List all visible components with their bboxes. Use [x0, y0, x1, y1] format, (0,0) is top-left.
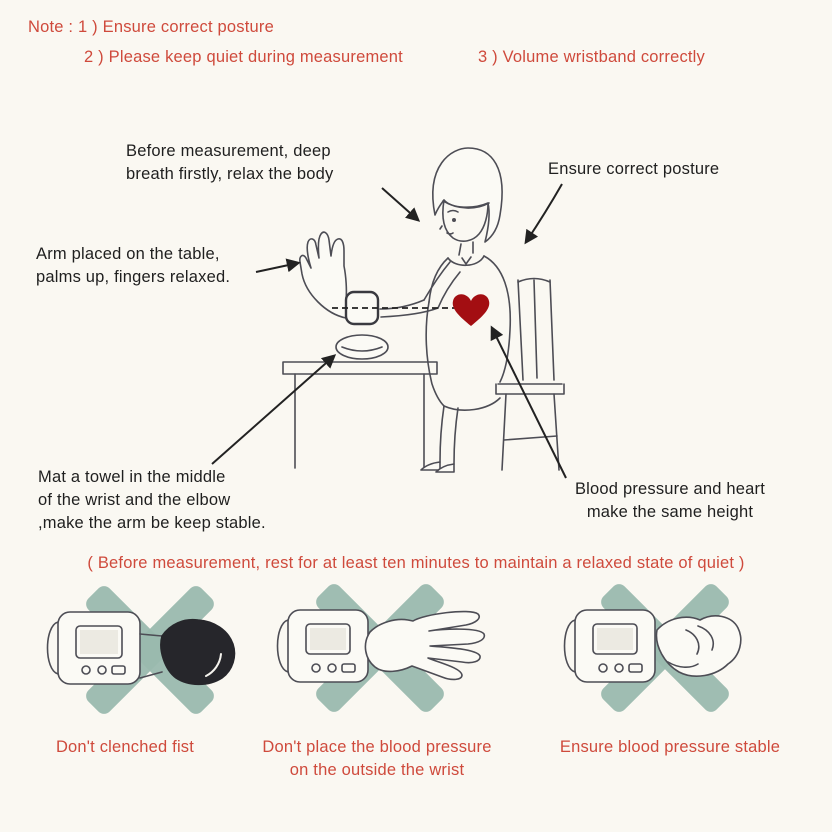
warning-caption-fist: Don't clenched fist — [55, 738, 195, 756]
table-illustration — [282, 361, 438, 469]
warning-caption-stable: Ensure blood pressure stable — [559, 738, 781, 756]
wrist-monitor-icon — [46, 611, 141, 685]
warning-illustration-fist — [46, 586, 236, 714]
annotation-posture: Ensure correct posture — [548, 160, 720, 178]
wrist-monitor-icon — [276, 609, 369, 683]
towel-icon — [335, 334, 389, 360]
note-line-3: 3 ) Volume wristband correctly — [478, 48, 706, 66]
annotation-arrows — [211, 183, 567, 479]
arrow-posture-icon — [524, 183, 563, 245]
annotation-breath: Before measurement, deep breath firstly,… — [126, 142, 334, 183]
flat-hand-icon — [364, 610, 486, 681]
seated-person-illustration — [299, 147, 512, 473]
warning-caption-outside-wrist: Don't place the blood pressure on the ou… — [262, 738, 492, 779]
annotation-heart: Blood pressure and heart make the same h… — [574, 480, 766, 521]
arrow-heart-icon — [490, 325, 567, 479]
annotation-towel: Mat a towel in the middle of the wrist a… — [38, 468, 266, 532]
rest-note: ( Before measurement, rest for at least … — [87, 554, 745, 572]
wrist-monitor-icon — [563, 609, 656, 683]
open-palm-icon — [299, 231, 348, 319]
heart-icon — [452, 294, 490, 326]
clenched-fist-icon — [160, 618, 236, 686]
annotation-arm: Arm placed on the table, palms up, finge… — [36, 245, 231, 286]
arrow-towel-icon — [211, 354, 337, 465]
note-line-2: 2 ) Please keep quiet during measurement — [84, 48, 403, 66]
warning-illustration-outside-wrist — [276, 584, 486, 712]
note-line-1: Note : 1 ) Ensure correct posture — [28, 18, 274, 36]
warning-illustration-stable — [563, 584, 742, 712]
arrow-breath-icon — [381, 187, 421, 222]
chair-illustration — [495, 277, 565, 471]
arrow-arm-icon — [255, 258, 301, 273]
